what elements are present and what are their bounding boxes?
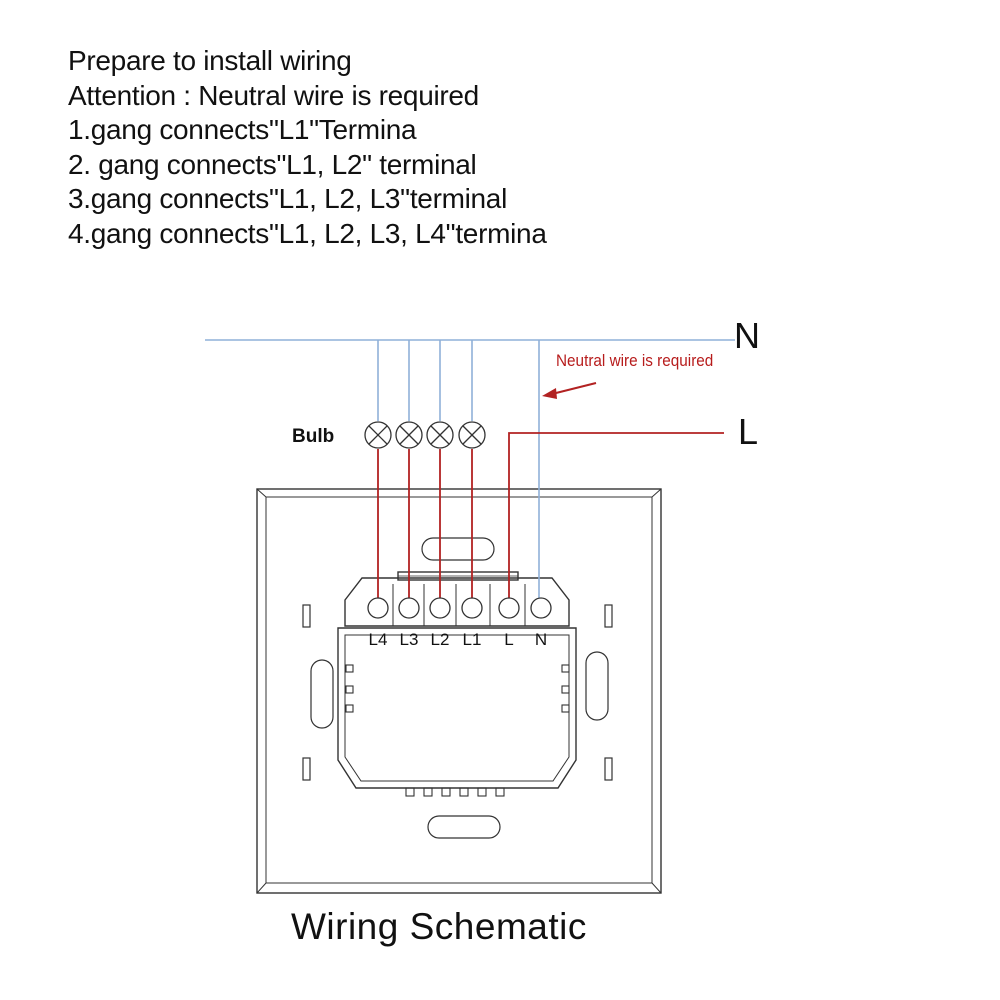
mounting-slots xyxy=(302,537,613,839)
terminal-label-l1: L1 xyxy=(462,630,482,649)
terminal-dividers xyxy=(392,584,526,626)
neutral-required-note: Neutral wire is required xyxy=(556,351,714,370)
terminal-label-l2: L2 xyxy=(430,630,450,649)
bulb-icon xyxy=(426,421,454,449)
arrow-left-icon xyxy=(542,382,597,399)
install-instructions: Prepare to install wiring Attention : Ne… xyxy=(68,44,547,251)
terminal-label-l: L xyxy=(504,630,514,649)
terminal-label-l4: L4 xyxy=(368,630,388,649)
neutral-label: N xyxy=(734,315,760,356)
instruction-line: 1.gang connects"L1"Termina xyxy=(68,114,417,145)
instruction-line: Prepare to install wiring xyxy=(68,45,352,76)
bulb-label: Bulb xyxy=(292,426,335,447)
pin-contacts xyxy=(345,664,570,797)
instruction-line: Attention : Neutral wire is required xyxy=(68,79,479,111)
diagram-title: Wiring Schematic xyxy=(291,906,587,947)
bulb-icon xyxy=(364,421,392,449)
terminal-label-l3: L3 xyxy=(399,630,419,649)
switch-plate xyxy=(256,488,662,894)
instruction-line: 2. gang connects"L1, L2" terminal xyxy=(68,148,477,180)
terminal-label-n: N xyxy=(534,630,548,649)
live-label: L xyxy=(738,411,759,452)
instruction-line: 4.gang connects"L1, L2, L3, L4"termina xyxy=(68,217,547,249)
neutral-wire xyxy=(205,339,735,607)
bulb-icon xyxy=(395,421,423,449)
terminal-screw-icon xyxy=(367,597,552,619)
live-wire xyxy=(377,432,724,607)
bulb-icon xyxy=(458,421,486,449)
instruction-line: 3.gang connects"L1, L2, L3"terminal xyxy=(68,183,508,214)
